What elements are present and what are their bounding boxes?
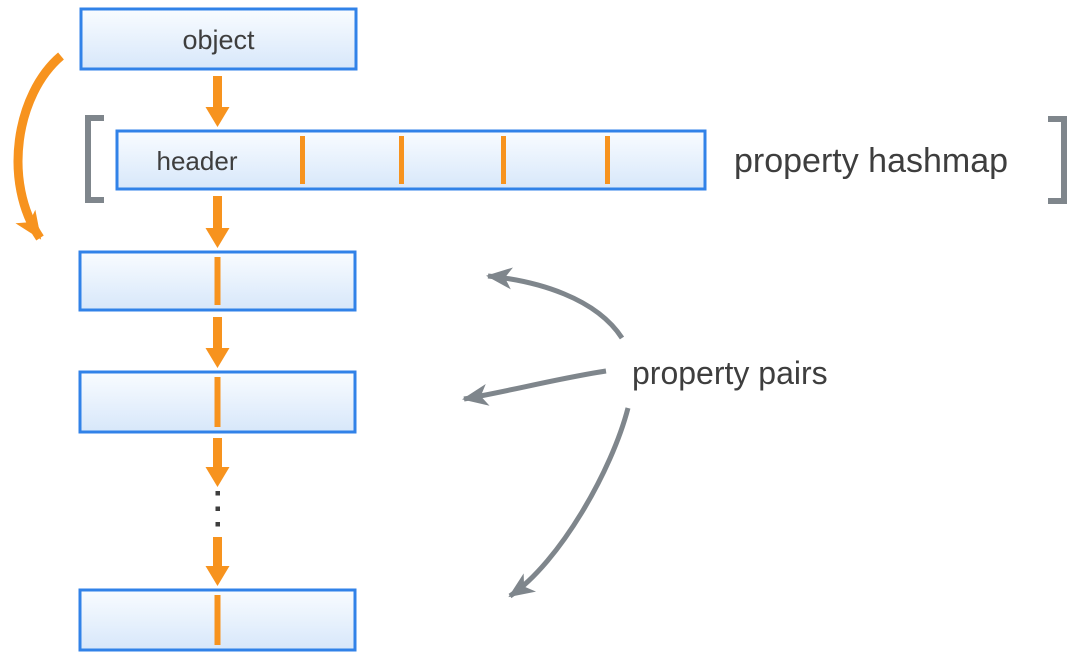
- property-pairs-label: property pairs: [632, 355, 828, 391]
- object-box: [79, 7, 358, 71]
- ellipsis-dot: [215, 506, 220, 511]
- down-arrow-icon: [205, 537, 230, 586]
- pairs-annotation-arrow-bottom-icon: [508, 407, 631, 599]
- pairs-annotation-arrow-middle-icon: [462, 368, 607, 406]
- down-arrow-icon: [205, 196, 230, 248]
- down-arrow-icon: [205, 317, 230, 368]
- ellipsis-dot: [215, 491, 220, 496]
- pairs-annotation-arrow-top-icon: [486, 267, 625, 340]
- down-arrow-icon: [205, 438, 230, 487]
- object-to-pairs-curved-arrow-icon: [13, 52, 64, 241]
- right-bracket-icon: [1048, 116, 1067, 204]
- ellipsis-dots-icon: [215, 491, 220, 527]
- down-arrow-icon: [205, 76, 230, 127]
- object-box-label: object: [182, 25, 255, 55]
- property-hashmap-label: property hashmap: [734, 142, 1008, 180]
- hashmap-slot-dividers: [300, 136, 610, 184]
- hashmap-header-label: header: [157, 146, 238, 176]
- left-bracket-icon: [85, 115, 104, 203]
- ellipsis-dot: [215, 522, 220, 527]
